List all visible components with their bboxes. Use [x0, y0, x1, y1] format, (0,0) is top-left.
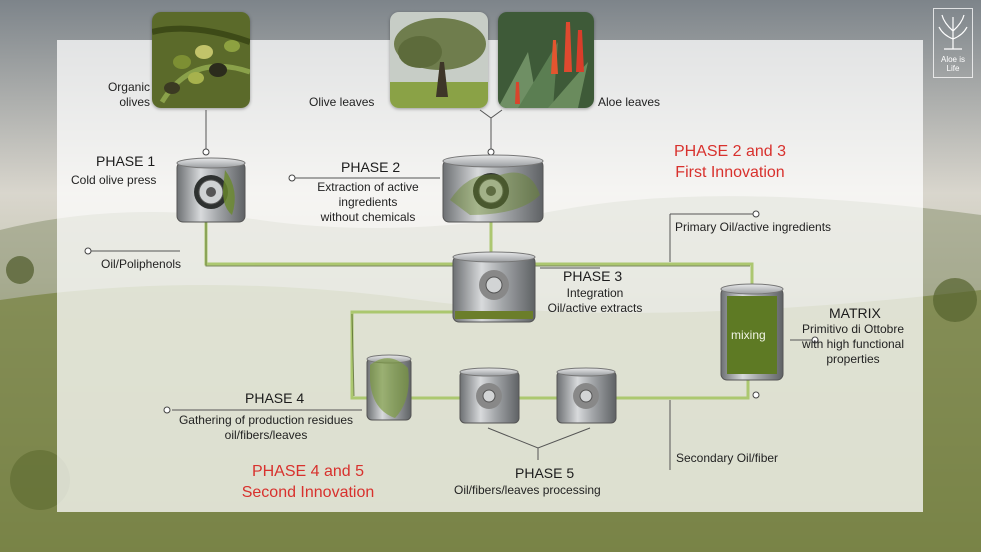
mixing-tank [720, 283, 784, 381]
phase2-extraction-tank [442, 154, 544, 223]
aloe-logo-icon [938, 14, 968, 50]
oil-poliphenols-label: Oil/Poliphenols [101, 257, 182, 271]
aloe-plant-photo [498, 12, 594, 108]
phase3-description: Integration Oil/active extracts [547, 286, 643, 315]
phase1-press-tank [176, 157, 246, 223]
olive-leaves-label: Olive leaves [309, 95, 375, 109]
olive-tree-photo [390, 12, 488, 108]
matrix-description: Primitivo di Ottobre with high functiona… [801, 322, 905, 366]
phase4-description: Gathering of production residues oil/fib… [178, 413, 354, 442]
phase5-tank-2 [556, 367, 617, 424]
primary-oil-label: Primary Oil/active ingredients [675, 220, 832, 234]
phase2-description: Extraction of active ingredients without… [317, 180, 419, 224]
phase2-title: PHASE 2 [341, 159, 401, 175]
connector-dots [84, 148, 819, 414]
connector-lines [88, 109, 815, 470]
phase1-description: Cold olive press [71, 173, 157, 187]
phase1-title: PHASE 1 [96, 153, 156, 169]
phase3-title: PHASE 3 [563, 268, 623, 284]
phase5-tank-1 [459, 367, 520, 424]
aloe-leaves-label: Aloe leaves [598, 95, 661, 109]
logo-text: Aloe is Life [940, 55, 965, 73]
matrix-title: MATRIX [829, 305, 881, 321]
phase4-residue-tank [366, 354, 412, 421]
phase4-title: PHASE 4 [245, 390, 305, 406]
phase3-integration-tank [452, 251, 536, 323]
phase2-and-3-innovation-title: PHASE 2 and 3 First Innovation [673, 143, 787, 181]
secondary-oil-label: Secondary Oil/fiber [676, 451, 779, 465]
mixing-label: mixing [731, 328, 766, 342]
organic-olives-photo [152, 12, 250, 108]
brand-logo: Aloe is Life [933, 8, 973, 78]
phase4-and-5-innovation-title: PHASE 4 and 5 Second Innovation [241, 463, 375, 501]
phase5-title: PHASE 5 [515, 465, 575, 481]
organic-olives-label: Organic olives [107, 80, 150, 109]
phase5-description: Oil/fibers/leaves processing [454, 483, 601, 497]
